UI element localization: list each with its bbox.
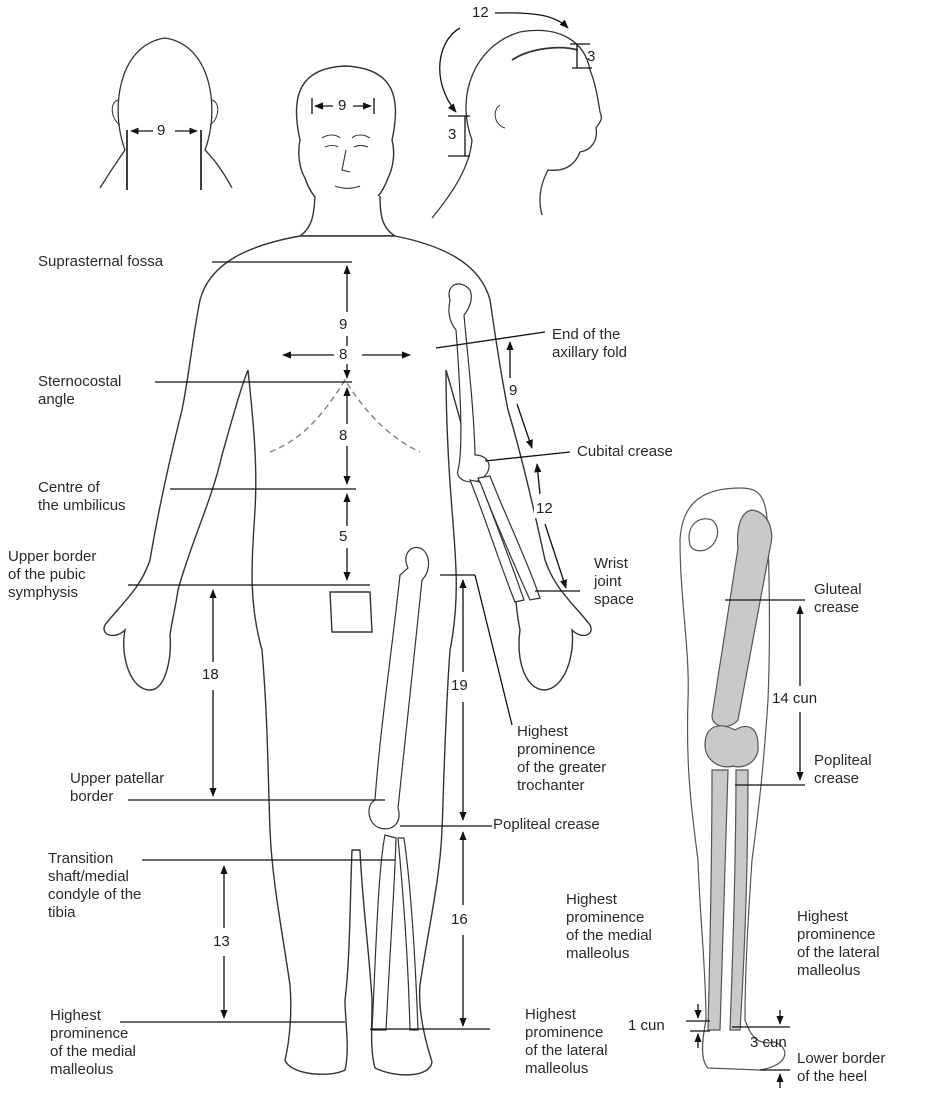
label-wrist-joint-space: Wrist joint space [594,555,634,609]
label-line: Gluteal [814,581,862,599]
label-line: Transition [48,850,141,868]
label-line: End of the [552,326,627,344]
label-popliteal-crease-back: Popliteal crease [814,752,872,788]
measure-back-medial-ankle: 1 cun [626,1017,667,1035]
measure-nipple-width: 8 [337,346,349,364]
label-line: Highest [517,723,606,741]
label-line: prominence [797,926,880,944]
label-greater-trochanter: Highest prominence of the greater trocha… [517,723,606,795]
label-line: Popliteal [814,752,872,770]
label-line: Lower border [797,1050,885,1068]
measure-thigh-medial: 18 [200,666,221,684]
label-line: of the greater [517,759,606,777]
label-line: Highest [566,891,652,909]
label-line: malleolus [50,1061,136,1079]
label-line: prominence [517,741,606,759]
measure-lower-leg-lateral: 16 [449,911,470,929]
label-line: joint [594,573,634,591]
label-lower-border-heel: Lower border of the heel [797,1050,885,1086]
measure-forearm: 12 [534,500,555,518]
measure-upper-abdomen: 8 [337,427,349,445]
measure-lower-abdomen: 5 [337,528,349,546]
measure-hairline-front: 3 [585,48,597,66]
label-line: border [70,788,164,806]
label-pubic-symphysis: Upper border of the pubic symphysis [8,548,96,602]
label-line: of the medial [50,1043,136,1061]
label-medial-malleolus-front: Highest prominence of the medial malleol… [50,1007,136,1079]
label-line: Upper border [8,548,96,566]
label-line: trochanter [517,777,606,795]
label-line: malleolus [797,962,880,980]
label-line: prominence [525,1024,608,1042]
label-line: of the pubic [8,566,96,584]
measure-hairline-back: 3 [446,126,458,144]
label-line: tibia [48,904,141,922]
label-line: axillary fold [552,344,627,362]
side-head-figure [432,30,601,218]
label-line: malleolus [566,945,652,963]
label-line: of the lateral [797,944,880,962]
label-upper-patellar-border: Upper patellar border [70,770,164,806]
label-line: Centre of [38,479,126,497]
measure-chest-vertical: 9 [337,316,349,334]
label-line: prominence [566,909,652,927]
measure-back-lateral-ankle: 3 cun [748,1034,789,1052]
label-line: Highest [525,1006,608,1024]
label-line: space [594,591,634,609]
label-tibia-transition: Transition shaft/medial condyle of the t… [48,850,141,922]
label-line: crease [814,770,872,788]
label-line: crease [814,599,862,617]
label-lateral-malleolus-back: Highest prominence of the lateral malleo… [797,908,880,980]
label-axillary-fold: End of the axillary fold [552,326,627,362]
label-cubital-crease: Cubital crease [577,443,673,461]
label-line: the umbilicus [38,497,126,515]
label-lateral-malleolus-front: Highest prominence of the lateral malleo… [525,1006,608,1078]
measure-head-arc: 12 [470,4,491,22]
label-gluteal-crease: Gluteal crease [814,581,862,617]
measure-upper-arm: 9 [507,382,519,400]
back-head-figure [100,38,232,188]
measure-neck-width: 9 [155,122,167,140]
label-suprasternal-fossa: Suprasternal fossa [38,253,163,271]
label-line: of the lateral [525,1042,608,1060]
label-line: Wrist [594,555,634,573]
label-line: prominence [50,1025,136,1043]
label-line: of the medial [566,927,652,945]
label-medial-malleolus-back: Highest prominence of the medial malleol… [566,891,652,963]
label-line: of the heel [797,1068,885,1086]
label-line: condyle of the [48,886,141,904]
measure-thigh-lateral: 19 [449,677,470,695]
label-centre-of-umbilicus: Centre of the umbilicus [38,479,126,515]
measure-lower-leg-medial: 13 [211,933,232,951]
label-line: Highest [797,908,880,926]
measure-forehead-width: 9 [336,97,348,115]
label-popliteal-crease-front: Popliteal crease [493,816,600,834]
label-line: shaft/medial [48,868,141,886]
label-line: malleolus [525,1060,608,1078]
label-line: angle [38,391,121,409]
label-line: symphysis [8,584,96,602]
label-line: Upper patellar [70,770,164,788]
label-line: Highest [50,1007,136,1025]
label-sternocostal-angle: Sternocostal angle [38,373,121,409]
back-leg-figure [680,488,785,1070]
label-line: Sternocostal [38,373,121,391]
measure-back-thigh: 14 cun [770,690,819,708]
